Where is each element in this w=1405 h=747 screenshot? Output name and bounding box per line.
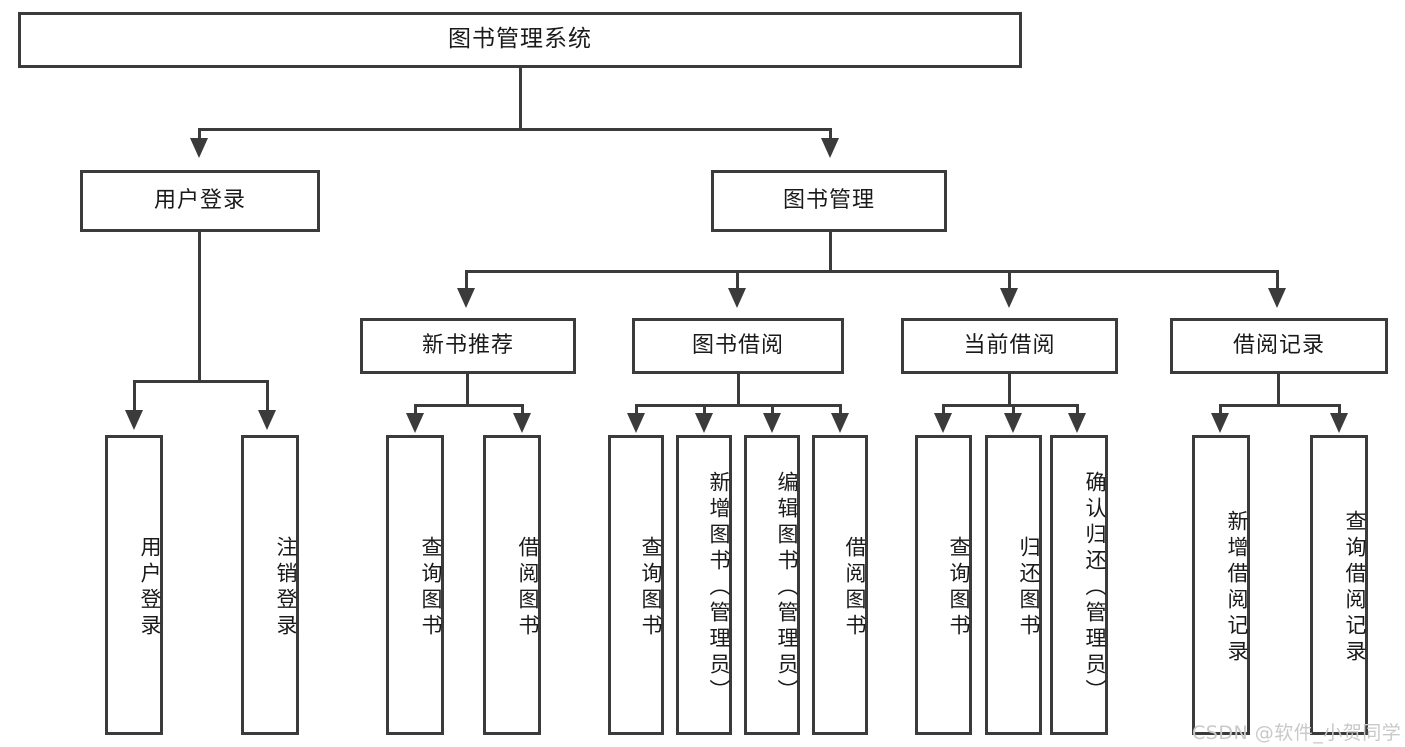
leaf-query-book-rec[interactable]: 查询图书 [386, 435, 444, 735]
node-label: 图书借阅 [691, 332, 784, 358]
leaf-confirm-return[interactable]: 确认归还（管理员） [1050, 435, 1108, 735]
connector-level2-drop-right [829, 128, 832, 140]
connector-root-stem [519, 68, 522, 128]
connector-book-borrow-drop-2 [703, 404, 706, 416]
node-label: 借阅图书 [843, 536, 867, 640]
node-label: 查询借阅记录 [1343, 510, 1367, 666]
node-user-login[interactable]: 用户登录 [80, 170, 320, 232]
node-label: 编辑图书（管理员） [775, 471, 799, 705]
node-borrow-record[interactable]: 借阅记录 [1170, 318, 1388, 374]
connector-level2-bus [198, 128, 832, 131]
node-label: 新书推荐 [421, 332, 514, 358]
connector-current-borrow-drop-3 [1076, 404, 1079, 416]
connector-borrow-record-drop-1 [1219, 404, 1222, 416]
arrowhead-leaf-borrow-book-rec [513, 413, 531, 433]
node-label: 用户登录 [138, 536, 162, 640]
connector-level2-drop-left [198, 128, 201, 140]
connector-book-borrow-bus [635, 404, 842, 407]
connector-new-book-drop-1 [414, 404, 417, 416]
arrowhead-user-login [190, 138, 208, 158]
node-current-borrow[interactable]: 当前借阅 [901, 318, 1118, 374]
leaf-borrow-book-rec[interactable]: 借阅图书 [483, 435, 541, 735]
arrowhead-leaf-add-book [695, 413, 713, 433]
watermark-csdn: CSDN @软件_小贺同学 [1192, 722, 1402, 744]
leaf-edit-book[interactable]: 编辑图书（管理员） [744, 435, 800, 735]
connector-level3-drop-2 [736, 270, 739, 290]
leaf-add-book[interactable]: 新增图书（管理员） [676, 435, 732, 735]
node-new-book-recommend[interactable]: 新书推荐 [360, 318, 576, 374]
arrowhead-book-manage [821, 138, 839, 158]
arrowhead-leaf-query-book-cb [934, 413, 952, 433]
node-label: 查询图书 [639, 536, 663, 640]
arrowhead-leaf-query-book-bb [627, 413, 645, 433]
leaf-add-record[interactable]: 新增借阅记录 [1192, 435, 1250, 735]
node-label: 图书管理 [782, 187, 875, 213]
node-book-borrow[interactable]: 图书借阅 [632, 318, 844, 374]
arrowhead-leaf-edit-book [763, 413, 781, 433]
leaf-user-login[interactable]: 用户登录 [105, 435, 163, 735]
connector-level3-drop-1 [465, 270, 468, 290]
connector-current-borrow-drop-1 [942, 404, 945, 416]
connector-book-borrow-drop-4 [839, 404, 842, 416]
connector-book-borrow-drop-1 [635, 404, 638, 416]
node-label: 图书管理系统 [448, 26, 592, 53]
node-label: 查询图书 [947, 536, 971, 640]
connector-user-login-drop-1 [133, 380, 136, 412]
node-book-manage[interactable]: 图书管理 [711, 170, 947, 232]
connector-book-borrow-stem [737, 374, 740, 406]
connector-user-login-bus [133, 380, 269, 383]
node-label: 注销登录 [274, 536, 298, 640]
connector-new-book-stem [466, 374, 469, 406]
leaf-query-book-cb[interactable]: 查询图书 [915, 435, 972, 735]
node-label: 查询图书 [419, 536, 443, 640]
leaf-borrow-book-bb[interactable]: 借阅图书 [812, 435, 868, 735]
connector-book-manage-stem [829, 232, 832, 272]
arrowhead-leaf-add-record [1211, 413, 1229, 433]
node-label: 归还图书 [1017, 536, 1041, 640]
node-label: 用户登录 [153, 187, 246, 213]
arrowhead-current-borrow [1000, 288, 1018, 308]
connector-new-book-drop-2 [521, 404, 524, 416]
arrowhead-leaf-query-book-rec [406, 413, 424, 433]
arrowhead-borrow-record [1268, 288, 1286, 308]
node-label: 新增图书（管理员） [707, 471, 731, 705]
connector-current-borrow-stem [1008, 374, 1011, 406]
node-label: 新增借阅记录 [1225, 510, 1249, 666]
leaf-return-book[interactable]: 归还图书 [985, 435, 1042, 735]
arrowhead-leaf-borrow-book-bb [831, 413, 849, 433]
node-label: 当前借阅 [963, 332, 1056, 358]
leaf-logout[interactable]: 注销登录 [241, 435, 299, 735]
connector-current-borrow-drop-2 [1012, 404, 1015, 416]
arrowhead-new-book-recommend [457, 288, 475, 308]
arrowhead-book-borrow [728, 288, 746, 308]
leaf-query-book-bb[interactable]: 查询图书 [608, 435, 664, 735]
arrowhead-leaf-confirm-return [1068, 413, 1086, 433]
arrowhead-leaf-return-book [1004, 413, 1022, 433]
arrowhead-leaf-logout [258, 410, 276, 430]
connector-borrow-record-drop-2 [1338, 404, 1341, 416]
connector-user-login-drop-2 [266, 380, 269, 412]
leaf-query-record[interactable]: 查询借阅记录 [1310, 435, 1368, 735]
connector-current-borrow-bus [942, 404, 1079, 407]
node-label: 确认归还（管理员） [1083, 471, 1107, 705]
connector-user-login-stem [198, 232, 201, 380]
node-root-system[interactable]: 图书管理系统 [18, 12, 1022, 68]
node-label: 借阅记录 [1232, 332, 1325, 358]
node-label: 借阅图书 [516, 536, 540, 640]
connector-level3-bus [465, 270, 1279, 273]
arrowhead-leaf-query-record [1330, 413, 1348, 433]
arrowhead-leaf-user-login [125, 410, 143, 430]
connector-borrow-record-bus [1219, 404, 1341, 407]
connector-level3-drop-3 [1008, 270, 1011, 290]
connector-new-book-bus [414, 404, 524, 407]
connector-level3-drop-4 [1276, 270, 1279, 290]
connector-borrow-record-stem [1277, 374, 1280, 406]
connector-book-borrow-drop-3 [771, 404, 774, 416]
